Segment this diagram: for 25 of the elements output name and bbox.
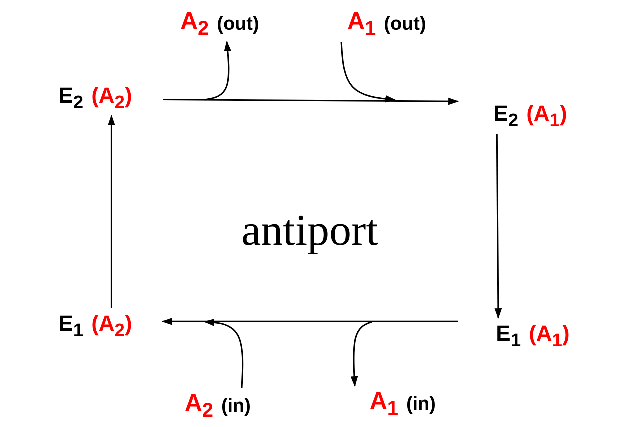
side-label: (in) — [221, 396, 251, 416]
state-label: E$_{2}$ — [494, 102, 519, 130]
side-label: (in) — [406, 394, 436, 414]
substrate-label: (A$_{2}$) — [92, 84, 132, 112]
substrate-label: A$_{1}$ — [348, 10, 376, 38]
curved-arrow — [340, 42, 396, 103]
substrate-label: (A$_{2}$) — [92, 312, 132, 340]
side-label: (out) — [217, 14, 260, 34]
substrate-label: A$_{2}$ — [184, 392, 214, 420]
substrate-label: (A$_{1}$) — [526, 102, 568, 130]
arrow — [163, 98, 460, 106]
state-label: E$_{2}$ — [58, 84, 84, 112]
center-label: antiport — [242, 205, 378, 256]
arrow — [108, 114, 116, 308]
substrate-label: (A$_{1}$) — [529, 322, 570, 350]
curved-arrow — [350, 321, 372, 388]
substrate-label: A$_{1}$ — [370, 390, 398, 418]
state-label: E$_{1}$ — [58, 312, 84, 340]
side-label: (out) — [384, 14, 426, 34]
curved-arrow — [204, 40, 232, 101]
curved-arrow — [204, 319, 244, 388]
substrate-label: A$_{2}$ — [180, 10, 210, 38]
arrow — [162, 318, 458, 326]
state-label: E$_{1}$ — [496, 322, 522, 350]
arrow — [494, 134, 502, 320]
